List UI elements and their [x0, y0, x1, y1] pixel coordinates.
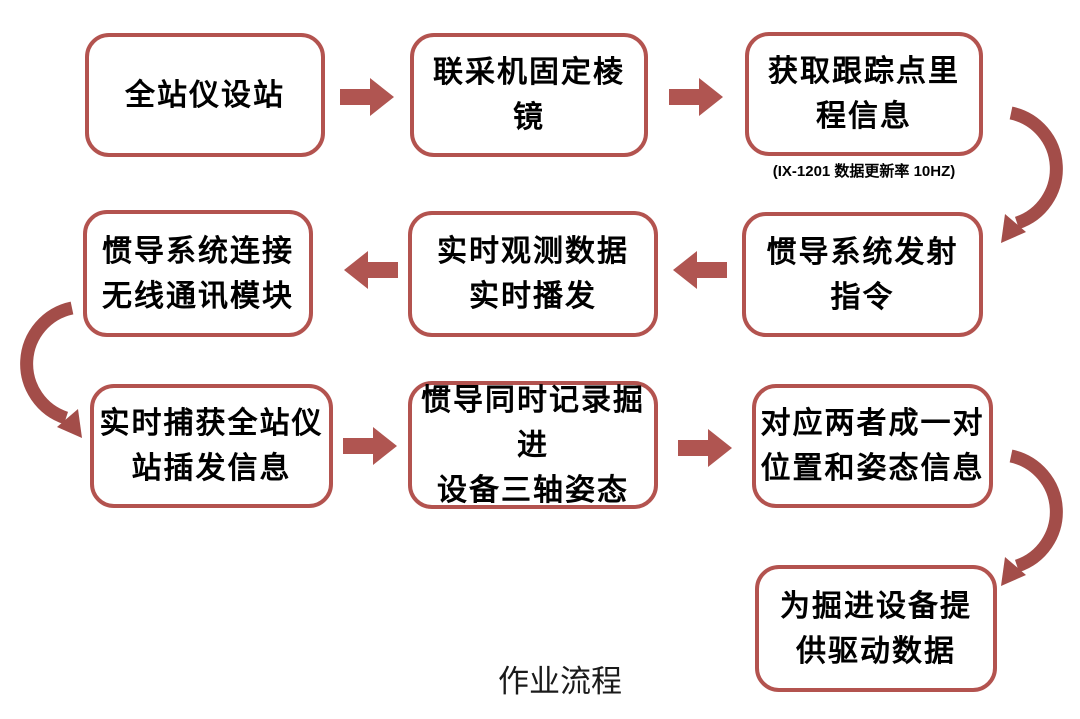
diagram-caption: 作业流程 — [498, 664, 622, 699]
update-rate-note: (IX-1201 数据更新率 10HZ) — [772, 163, 956, 180]
flow-node-capture-station-info: 实时捕获全站仪 站插发信息 — [90, 384, 333, 508]
flow-node-realtime-broadcast: 实时观测数据 实时播发 — [408, 211, 658, 337]
flow-node-provide-driving-data: 为掘进设备提 供驱动数据 — [755, 565, 997, 692]
arrow-right-icon — [343, 427, 397, 465]
node-label: 获取跟踪点里 程信息 — [768, 55, 960, 133]
arrow-left-icon — [344, 251, 398, 289]
node-label: 实时观测数据 实时播发 — [437, 235, 629, 313]
flow-node-fix-prism: 联采机固定棱 镜 — [410, 33, 648, 157]
node-label: 对应两者成一对 位置和姿态信息 — [760, 407, 985, 485]
arrow-right-icon — [678, 429, 732, 467]
node-label: 全站仪设站 — [125, 78, 285, 112]
arrow-right-icon — [340, 78, 394, 116]
arrow-right-icon — [669, 78, 723, 116]
node-label: 惯导系统连接 无线通讯模块 — [102, 234, 294, 313]
flow-node-ins-send-command: 惯导系统发射 指令 — [742, 212, 983, 337]
curved-arrow-down-icon — [1001, 449, 1063, 586]
node-label: 实时捕获全站仪 站插发信息 — [99, 407, 324, 485]
flow-node-ins-record-attitude: 惯导同时记录掘进 设备三轴姿态 — [408, 381, 658, 509]
arrow-left-icon — [673, 251, 727, 289]
flow-node-pair-position-attitude: 对应两者成一对 位置和姿态信息 — [752, 384, 993, 508]
flow-node-total-station-setup: 全站仪设站 — [85, 33, 325, 157]
node-label: 惯导系统发射 指令 — [766, 235, 959, 314]
node-label: 联采机固定棱 镜 — [433, 56, 625, 134]
node-label: 为掘进设备提 供驱动数据 — [780, 589, 972, 668]
curved-arrow-down-icon — [1001, 106, 1063, 243]
curved-arrow-down-icon — [20, 301, 82, 438]
node-label: 惯导同时记录掘进 设备三轴姿态 — [421, 383, 645, 507]
flow-node-ins-wireless-module: 惯导系统连接 无线通讯模块 — [83, 210, 313, 337]
flow-node-get-tracking-mileage: 获取跟踪点里 程信息 — [745, 32, 983, 156]
